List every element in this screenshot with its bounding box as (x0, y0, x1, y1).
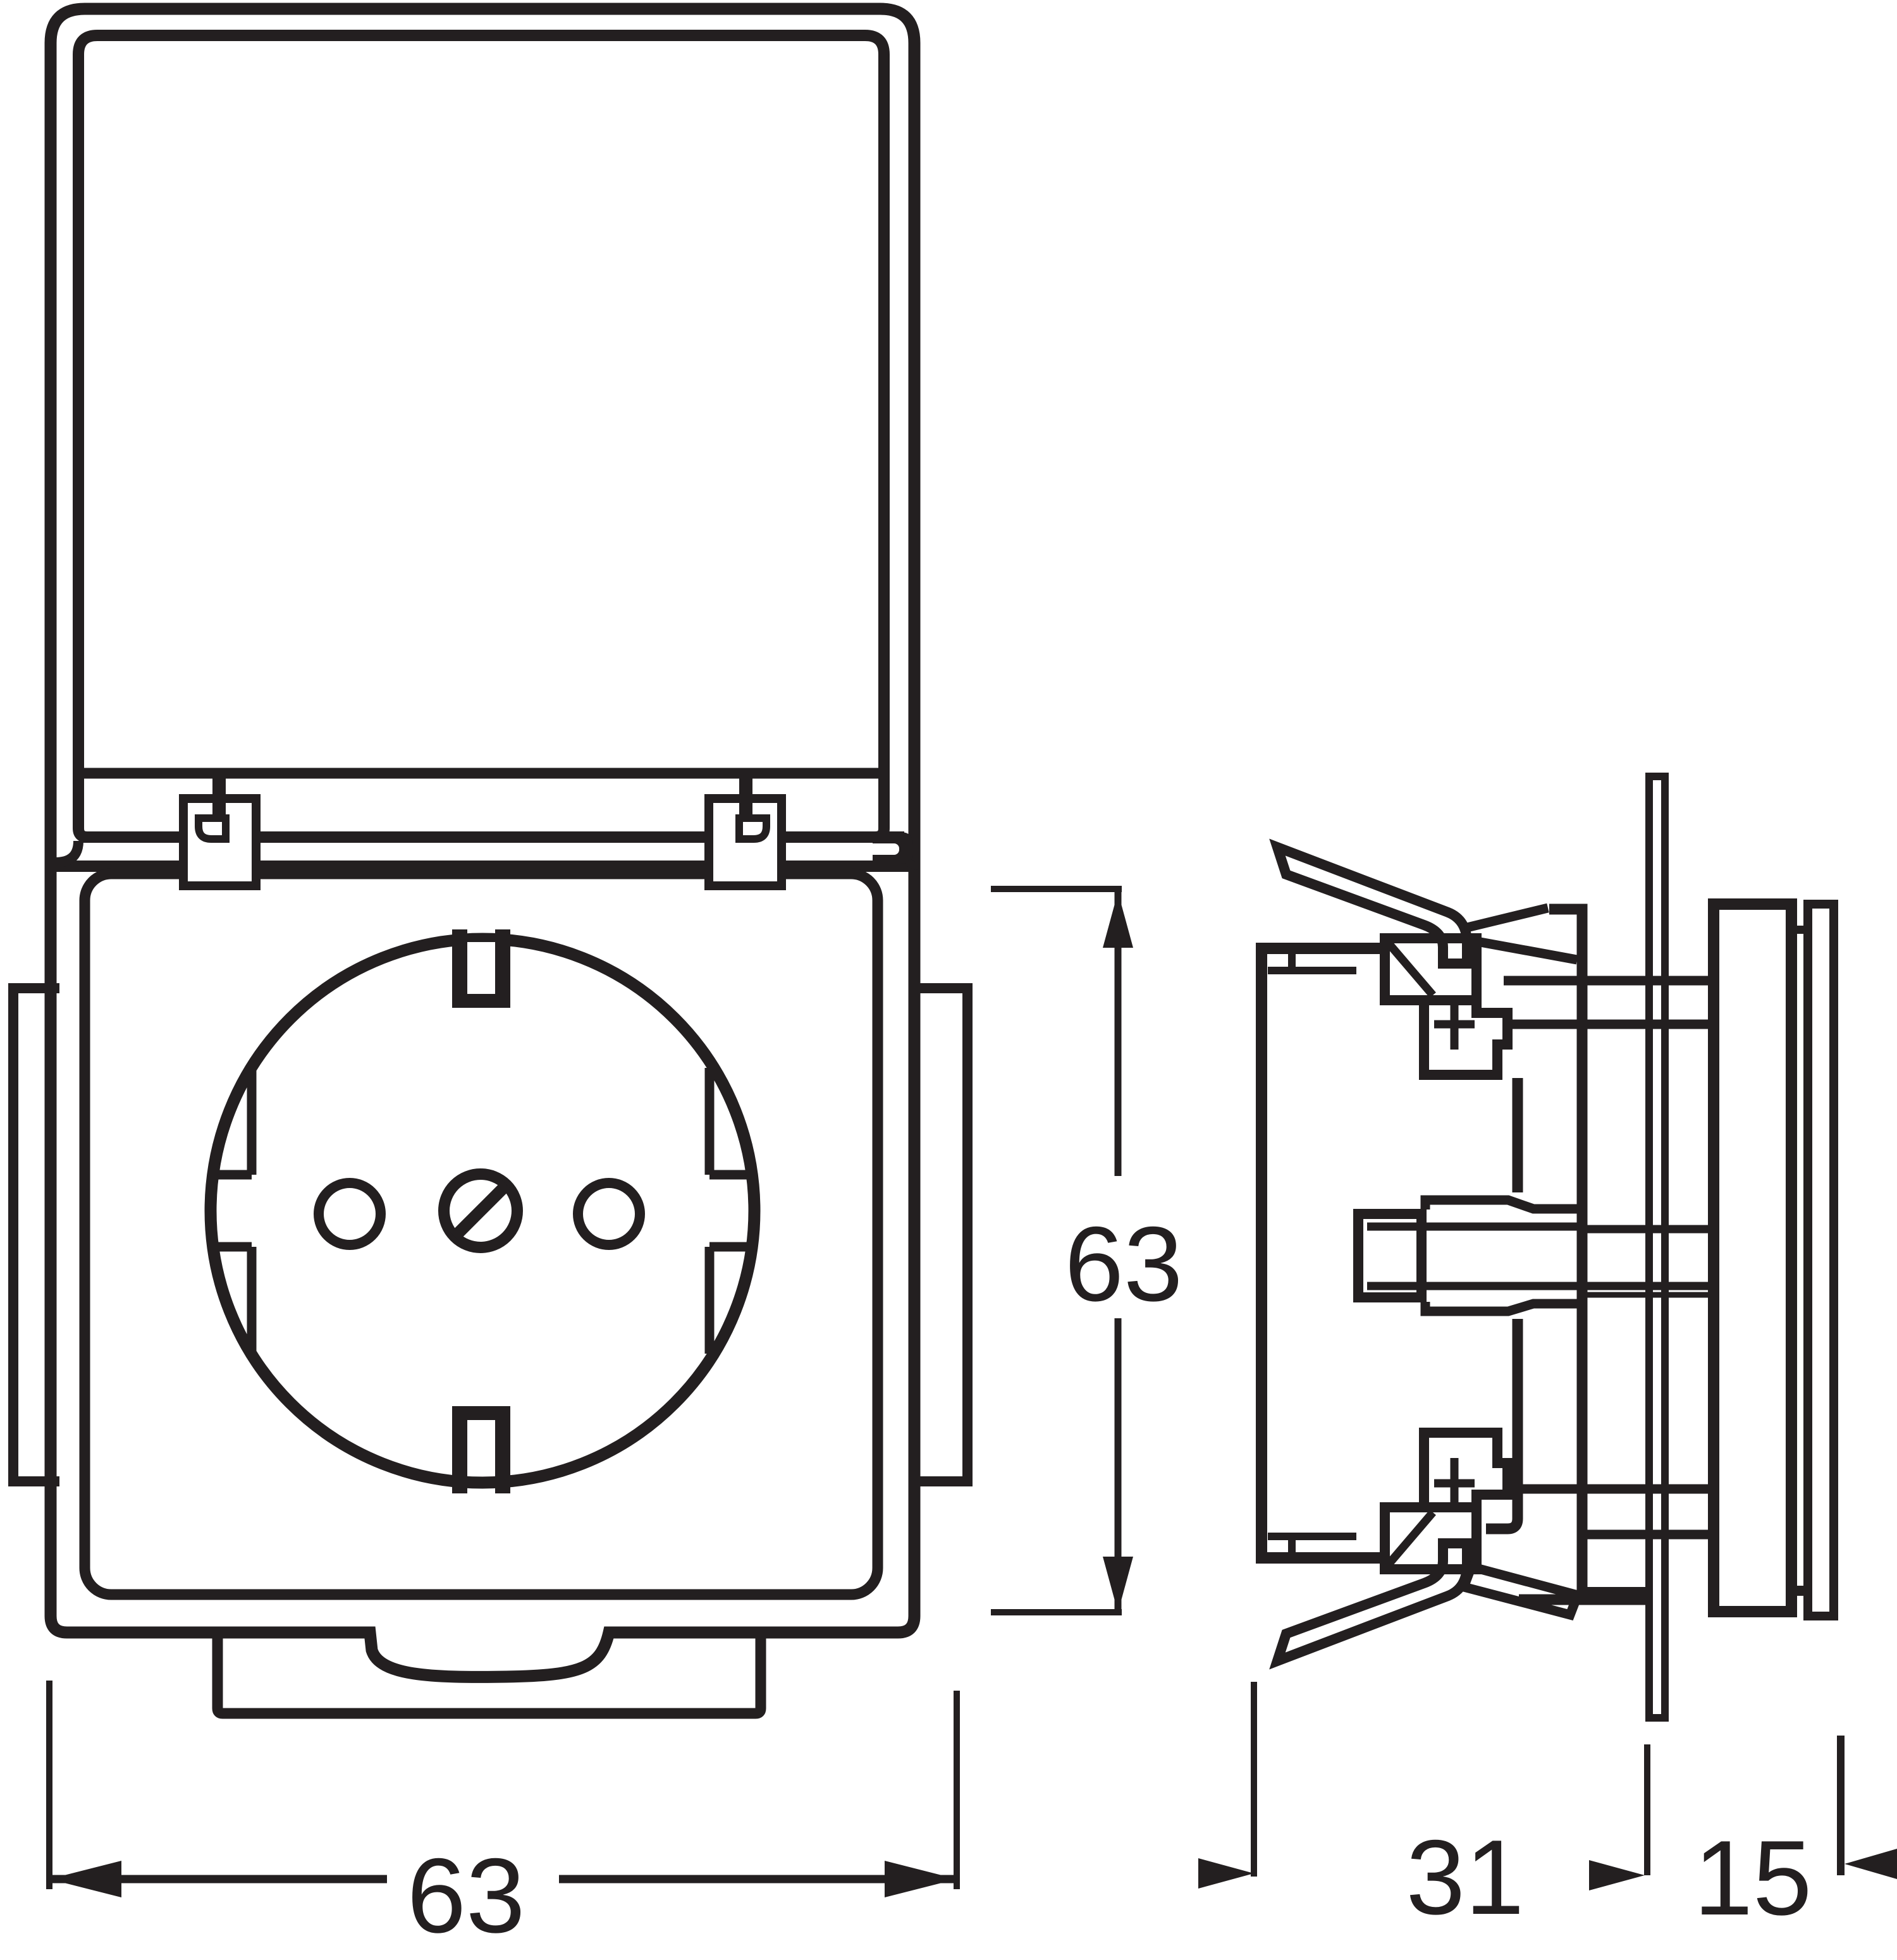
svg-text:15: 15 (1694, 1818, 1812, 1937)
svg-text:31: 31 (1406, 1818, 1525, 1937)
svg-text:63: 63 (407, 1836, 525, 1955)
svg-text:63: 63 (1065, 1204, 1183, 1323)
